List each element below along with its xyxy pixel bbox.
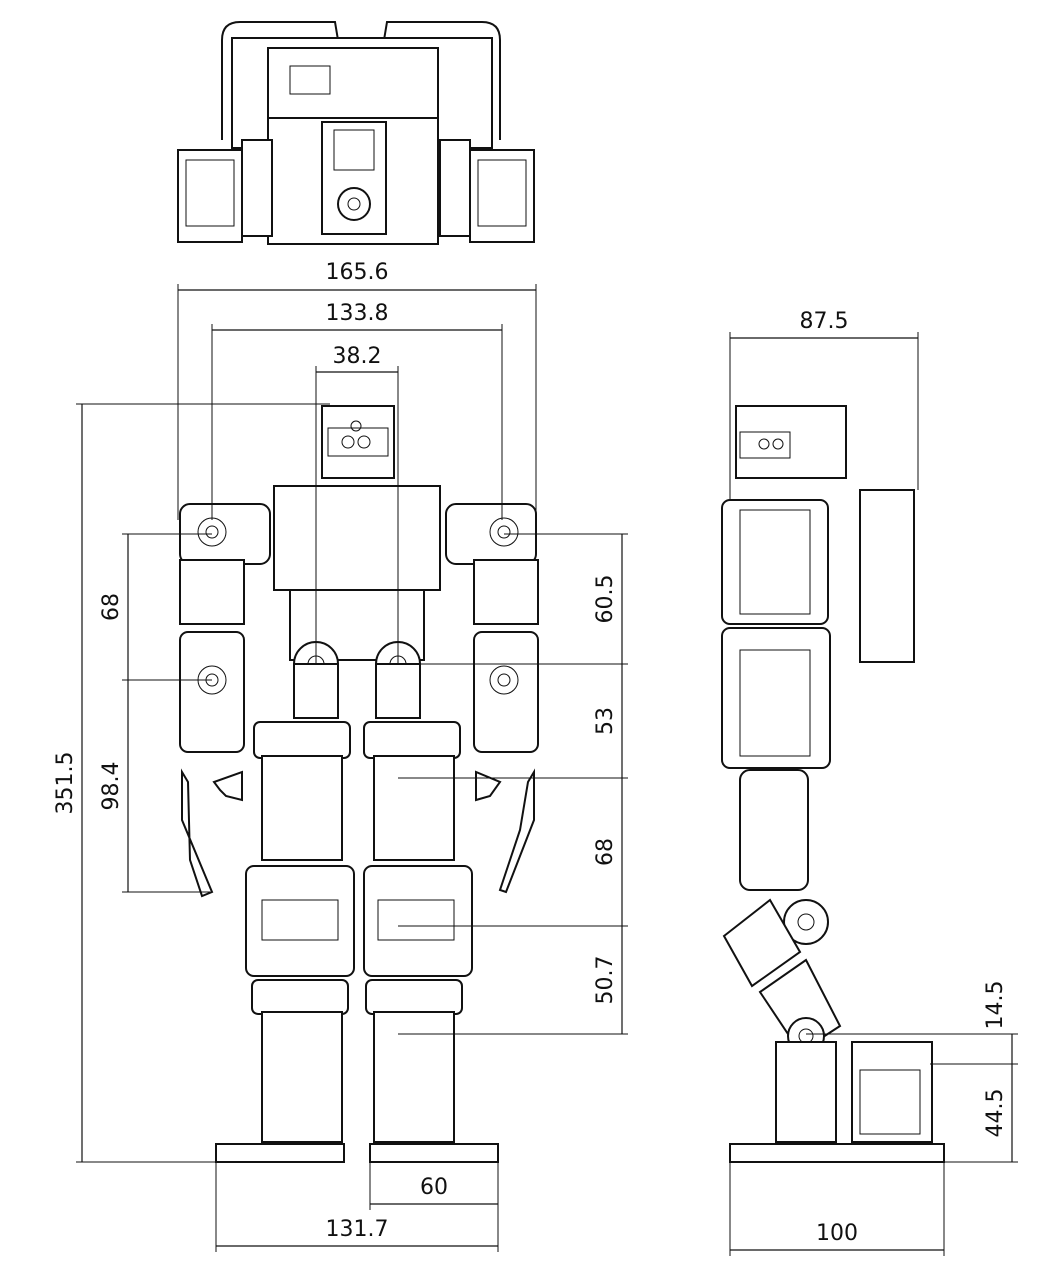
side-foot: [729, 1143, 945, 1163]
right-foot: [369, 1143, 499, 1163]
dim-shoulder-hip: 60.5: [593, 575, 618, 624]
dim-foot-width: 60: [420, 1175, 448, 1200]
front-view: [179, 405, 539, 1163]
dimension-labels: 165.6 133.8 38.2 87.5 351.5 68 98.4 60.5…: [53, 260, 1008, 1246]
dim-hip-segment: 53: [593, 707, 618, 735]
dim-head-width: 38.2: [333, 344, 382, 369]
dim-ankle-height: 14.5: [983, 981, 1008, 1030]
dim-total-height: 351.5: [53, 752, 78, 815]
dim-foot-span: 131.7: [326, 1217, 389, 1242]
dim-arm-span: 133.8: [326, 301, 389, 326]
dim-foot-length: 100: [816, 1221, 858, 1246]
side-view: [721, 405, 945, 1163]
dim-foot-height: 44.5: [983, 1089, 1008, 1138]
dim-shoulder-elbow: 68: [99, 593, 124, 621]
dim-top-width: 165.6: [326, 260, 389, 285]
dim-shin: 50.7: [593, 956, 618, 1005]
top-view: [177, 21, 535, 245]
dim-side-depth: 87.5: [800, 309, 849, 334]
dim-thigh: 68: [593, 838, 618, 866]
torso: [273, 485, 441, 591]
dim-elbow-hand: 98.4: [99, 762, 124, 811]
left-foot: [215, 1143, 345, 1163]
dimension-lines: [76, 284, 1018, 1256]
